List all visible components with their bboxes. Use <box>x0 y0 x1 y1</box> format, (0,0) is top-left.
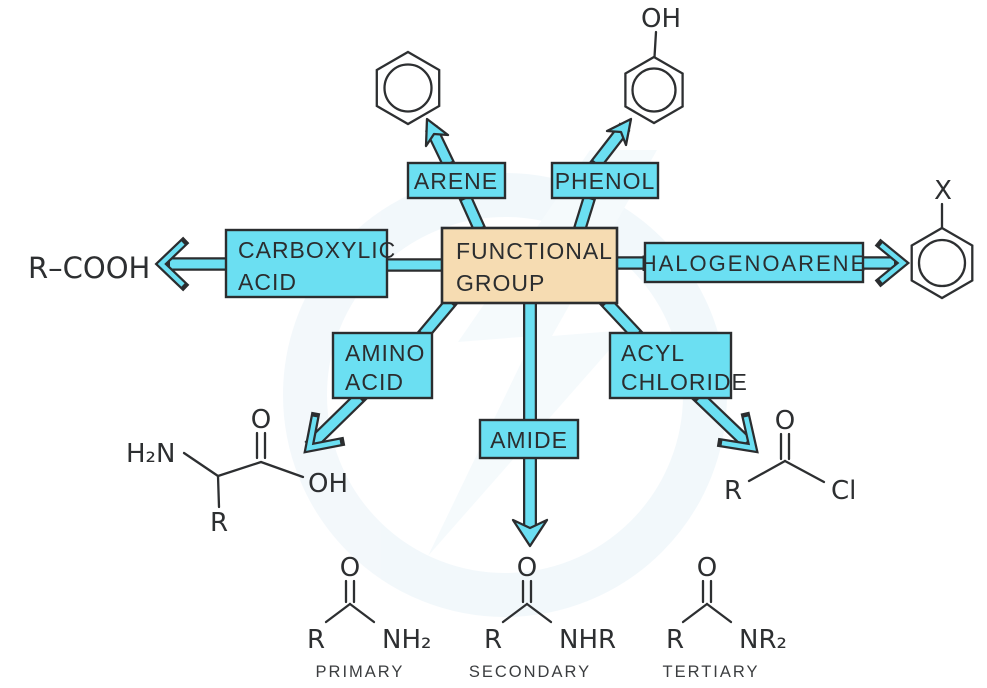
arrow-to-amide-structures <box>511 296 549 548</box>
arrow-to-amino-acid-structure <box>303 388 369 454</box>
amide2-o-label: O <box>517 553 537 583</box>
amide3-n-label: NR₂ <box>739 625 787 655</box>
box-arene: ARENE <box>406 161 507 200</box>
structure-amide-primary: O R NH₂ PRIMARY <box>307 553 431 681</box>
structure-amide-tertiary: O R NR₂ TERTIARY <box>663 553 787 681</box>
chemical-structures: OH R–COOH X H₂N R O OH <box>28 4 974 681</box>
arrows <box>154 117 911 548</box>
arrow-to-acyl-chloride-structure <box>690 388 759 454</box>
amino-oh-label: OH <box>308 469 348 499</box>
amino-label-line2: ACID <box>345 369 404 395</box>
amide1-n-label: NH₂ <box>382 625 431 655</box>
amide3-r-label: R <box>666 625 684 655</box>
structure-carboxylic-acid: R–COOH <box>28 251 150 285</box>
arrow-to-arene-structure <box>424 117 458 173</box>
carboxylic-formula: R–COOH <box>28 251 150 285</box>
arrow-to-carboxylic-structure <box>154 236 234 292</box>
box-amino-acid: AMINO ACID <box>331 331 434 400</box>
amide3-o-label: O <box>697 553 717 583</box>
box-phenol: PHENOL <box>550 161 660 200</box>
amino-h2n-label: H₂N <box>126 439 175 469</box>
box-amide: AMIDE <box>478 418 580 460</box>
amide1-class-label: PRIMARY <box>316 663 405 681</box>
box-acyl-chloride: ACYL CHLORIDE <box>608 331 748 400</box>
connector-lines <box>380 190 653 344</box>
phenol-oh-label: OH <box>641 4 681 34</box>
amide3-class-label: TERTIARY <box>663 663 760 681</box>
halogenoarene-label: HALOGENOARENE <box>641 251 868 276</box>
amino-label-line1: AMINO <box>345 340 425 366</box>
amino-o-label: O <box>251 405 271 435</box>
acyl-label-line2: CHLORIDE <box>621 369 748 395</box>
structure-acyl-chloride: O R Cl <box>724 406 856 506</box>
amide1-r-label: R <box>307 625 325 655</box>
amide2-class-label: SECONDARY <box>469 663 591 681</box>
carboxylic-label-line1: CARBOXYLIC <box>238 237 396 263</box>
arrow-to-halogenoarene-structure <box>855 238 911 288</box>
arene-label: ARENE <box>414 168 498 194</box>
structure-halogenoarene: X <box>910 176 974 300</box>
amide2-n-label: NHR <box>559 625 616 655</box>
phenol-label: PHENOL <box>555 168 656 194</box>
carboxylic-label-line2: ACID <box>238 269 297 295</box>
amide1-o-label: O <box>340 553 360 583</box>
box-functional-group: FUNCTIONAL GROUP <box>440 226 619 305</box>
structure-amino-acid: H₂N R O OH <box>126 405 348 538</box>
box-carboxylic-acid: CARBOXYLIC ACID <box>224 228 396 299</box>
acyl-label-line1: ACYL <box>621 340 685 366</box>
amide-label: AMIDE <box>490 427 568 453</box>
center-label-line1: FUNCTIONAL <box>456 238 613 264</box>
structure-amide-secondary: O R NHR SECONDARY <box>469 553 616 681</box>
acyl-o-label: O <box>775 406 795 436</box>
structure-arene <box>375 50 441 126</box>
acyl-cl-label: Cl <box>831 476 856 506</box>
structure-phenol: OH <box>624 4 684 125</box>
center-label-line2: GROUP <box>456 270 545 296</box>
halogeno-x-label: X <box>934 176 952 206</box>
acyl-r-label: R <box>724 476 742 506</box>
arrow-to-phenol-structure <box>587 117 633 173</box>
label-boxes: ARENE PHENOL CARBOXYLIC ACID HALOGENOARE… <box>224 161 868 460</box>
amino-r-label: R <box>210 508 228 538</box>
box-halogenoarene: HALOGENOARENE <box>641 241 868 284</box>
amide2-r-label: R <box>484 625 502 655</box>
